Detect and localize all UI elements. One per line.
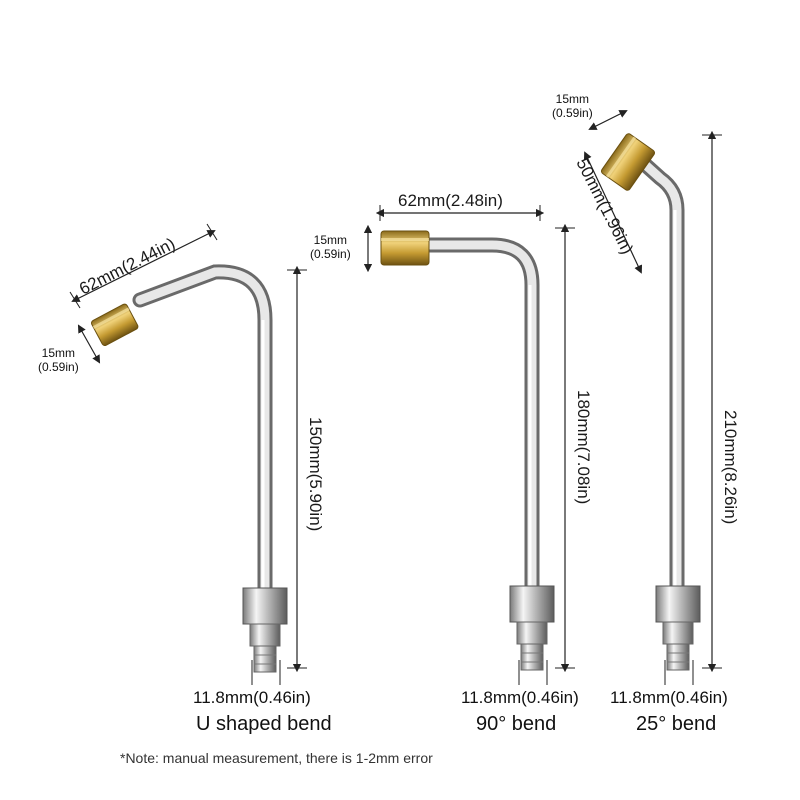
hex-connector-icon — [509, 585, 555, 671]
tip-mm: 15mm — [41, 346, 76, 360]
nozzle-name-label: 25° bend — [636, 713, 717, 735]
brass-tip-icon — [600, 133, 656, 191]
brass-tip-icon — [91, 303, 139, 347]
tip-size-label: 15mm (0.59in) — [310, 233, 351, 261]
tip-size-label: 15mm (0.59in) — [552, 92, 593, 120]
tip-mm: 15mm — [555, 92, 590, 106]
tip-in: (0.59in) — [310, 247, 351, 261]
length-label: 210mm(8.26in) — [721, 410, 740, 524]
hex-connector-icon — [242, 587, 288, 673]
measurement-note: *Note: manual measurement, there is 1-2m… — [120, 750, 433, 766]
brass-tip-icon — [380, 230, 430, 266]
nozzle-25-bend: 50mm(1.96in) 210mm(8.26in) — [572, 110, 740, 685]
tip-in: (0.59in) — [38, 360, 79, 374]
reach-label: 62mm(2.48in) — [398, 191, 503, 210]
nozzle-name-label: 90° bend — [476, 713, 557, 735]
connector-size-label: 11.8mm(0.46in) — [610, 688, 728, 707]
tip-size-label: 15mm (0.59in) — [38, 346, 79, 374]
nozzle-90-bend: 62mm(2.48in) 180mm(7.08in) — [363, 191, 593, 685]
nozzle-name-label: U shaped bend — [196, 713, 332, 735]
tip-in: (0.59in) — [552, 106, 593, 120]
connector-size-label: 11.8mm(0.46in) — [193, 688, 311, 707]
hex-connector-icon — [655, 585, 701, 671]
connector-size-label: 11.8mm(0.46in) — [461, 688, 579, 707]
nozzle-u-shaped: 62mm(2.44in) 150mm(5.90in) — [69, 223, 325, 685]
tip-mm: 15mm — [313, 233, 348, 247]
length-label: 150mm(5.90in) — [306, 417, 325, 531]
length-label: 180mm(7.08in) — [574, 390, 593, 504]
